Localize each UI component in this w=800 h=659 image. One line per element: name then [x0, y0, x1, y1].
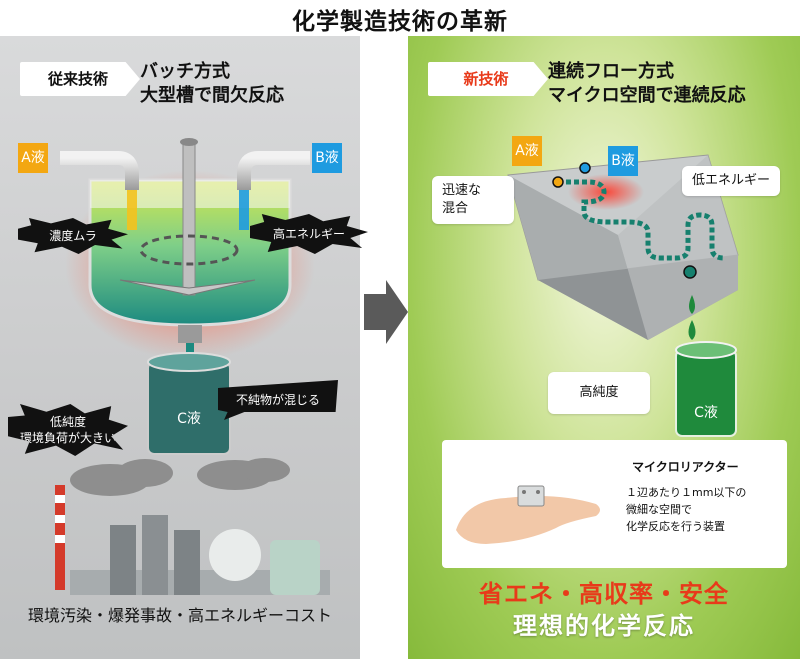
- liquid-b-label-new: B液: [608, 146, 638, 176]
- reactor-desc-line2: 微細な空間で: [626, 503, 692, 516]
- heading-flow-line2: マイクロ空間で連続反応: [548, 85, 746, 106]
- problem-energy-text: 高エネルギー: [272, 227, 345, 241]
- benefit-energy-text: 低エネルギー: [692, 173, 771, 188]
- liquid-a-label-new: A液: [512, 136, 542, 166]
- reactor-title: マイクロリアクター: [632, 460, 739, 474]
- factory-icon: [55, 485, 330, 595]
- hand-with-chip-image: [456, 485, 600, 544]
- beaker-icon: [675, 341, 737, 437]
- liquid-b-label: B液: [312, 143, 342, 173]
- benefit-mixing-bubble: 迅速な 混合: [432, 176, 514, 224]
- heading-batch: バッチ方式 大型槽で間欠反応: [140, 60, 284, 108]
- problem-env-line2: 環境負荷が大きい: [19, 431, 116, 445]
- liquid-a-label: A液: [18, 143, 48, 173]
- heading-flow: 連続フロー方式 マイクロ空間で連続反応: [548, 60, 746, 108]
- microreactor-illustration: [507, 154, 739, 437]
- product-c-label: C液: [177, 411, 201, 427]
- bottom-caption: 環境汚染・爆発事故・高エネルギーコスト: [27, 606, 332, 625]
- reactor-desc: １辺あたり１mm以下の 微細な空間で 化学反応を行う装置: [626, 484, 746, 535]
- benefit-purity-text: 高純度: [579, 385, 619, 400]
- stirrer-icon: [119, 138, 256, 296]
- heading-batch-line1: バッチ方式: [140, 61, 230, 82]
- reactor-desc-line3: 化学反応を行う装置: [626, 520, 725, 533]
- problem-env-line1: 低純度: [49, 415, 86, 429]
- problem-impurity-text: 不純物が混じる: [235, 393, 320, 407]
- benefit-mixing-line2: 混合: [442, 201, 469, 216]
- arrow-right-icon: [364, 280, 408, 344]
- benefit-mixing-line1: 迅速な: [442, 183, 482, 198]
- pipe-b: [237, 151, 310, 190]
- pipe-a: [60, 151, 139, 190]
- problem-uneven-text: 濃度ムラ: [49, 229, 97, 243]
- benefit-purity-bubble: 高純度: [548, 372, 650, 414]
- batch-illustration: [55, 138, 330, 595]
- reactor-desc-line1: １辺あたり１mm以下の: [626, 486, 747, 499]
- benefit-energy-bubble: 低エネルギー: [682, 166, 781, 196]
- heading-flow-line1: 連続フロー方式: [548, 61, 674, 82]
- page-title: 化学製造技術の革新: [292, 9, 508, 35]
- beaker-icon: [147, 352, 231, 455]
- product-c-label-new: C液: [694, 405, 718, 421]
- slogan-ideal: 理想的化学反応: [513, 612, 695, 640]
- slogan-benefits: 省エネ・高収率・安全: [479, 580, 729, 608]
- cloud-icon: [70, 458, 290, 496]
- tag-new: 新技術: [428, 62, 548, 96]
- flow-channel: [558, 179, 725, 261]
- tag-conventional: 従来技術: [20, 62, 140, 96]
- heading-batch-line2: 大型槽で間欠反応: [140, 85, 284, 106]
- reactor-photo-card: マイクロリアクター １辺あたり１mm以下の 微細な空間で 化学反応を行う装置: [442, 440, 787, 568]
